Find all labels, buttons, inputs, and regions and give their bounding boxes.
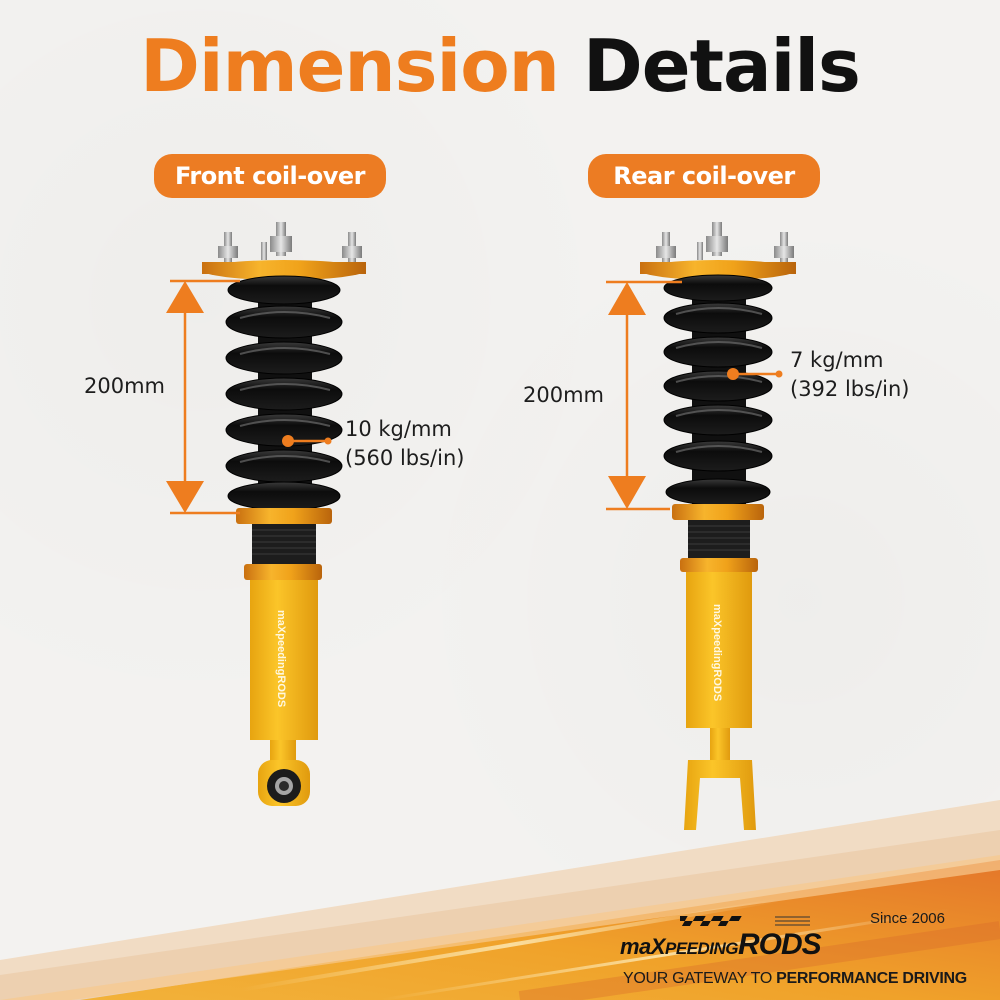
title-dimension: Dimension <box>140 24 560 108</box>
brand-since: Since 2006 <box>869 910 945 927</box>
rear-coilover-illustration: maXpeedingRODS <box>640 222 796 830</box>
checkered-flag-icon <box>680 916 810 926</box>
brand-name: maXPEEDINGRODS <box>620 928 822 961</box>
rear-coilover-badge: Rear coil-over <box>588 154 820 198</box>
rear-dimension-label: 200mm <box>523 383 604 407</box>
front-spring-rate-metric: 10 kg/mm <box>345 417 452 441</box>
front-coilover-illustration: maXpeedingRODS <box>202 222 366 806</box>
rear-spring-rate-metric: 7 kg/mm <box>790 348 884 372</box>
front-coilover-badge: Front coil-over <box>154 154 386 198</box>
rear-spring-rate: 7 kg/mm (392 lbs/in) <box>790 346 909 404</box>
title-details: Details <box>583 24 861 108</box>
rear-spring-rate-imperial: (392 lbs/in) <box>790 377 910 401</box>
brand-tagline: YOUR GATEWAY TO PERFORMANCE DRIVING <box>623 970 967 987</box>
front-spring-rate: 10 kg/mm (560 lbs/in) <box>345 415 464 473</box>
front-shock-logo: maXpeedingRODS <box>275 610 287 707</box>
page-title: Dimension Details <box>0 30 1000 102</box>
front-dimension-label: 200mm <box>84 374 165 398</box>
rear-shock-logo: maXpeedingRODS <box>711 604 723 701</box>
front-spring-rate-imperial: (560 lbs/in) <box>345 446 465 470</box>
